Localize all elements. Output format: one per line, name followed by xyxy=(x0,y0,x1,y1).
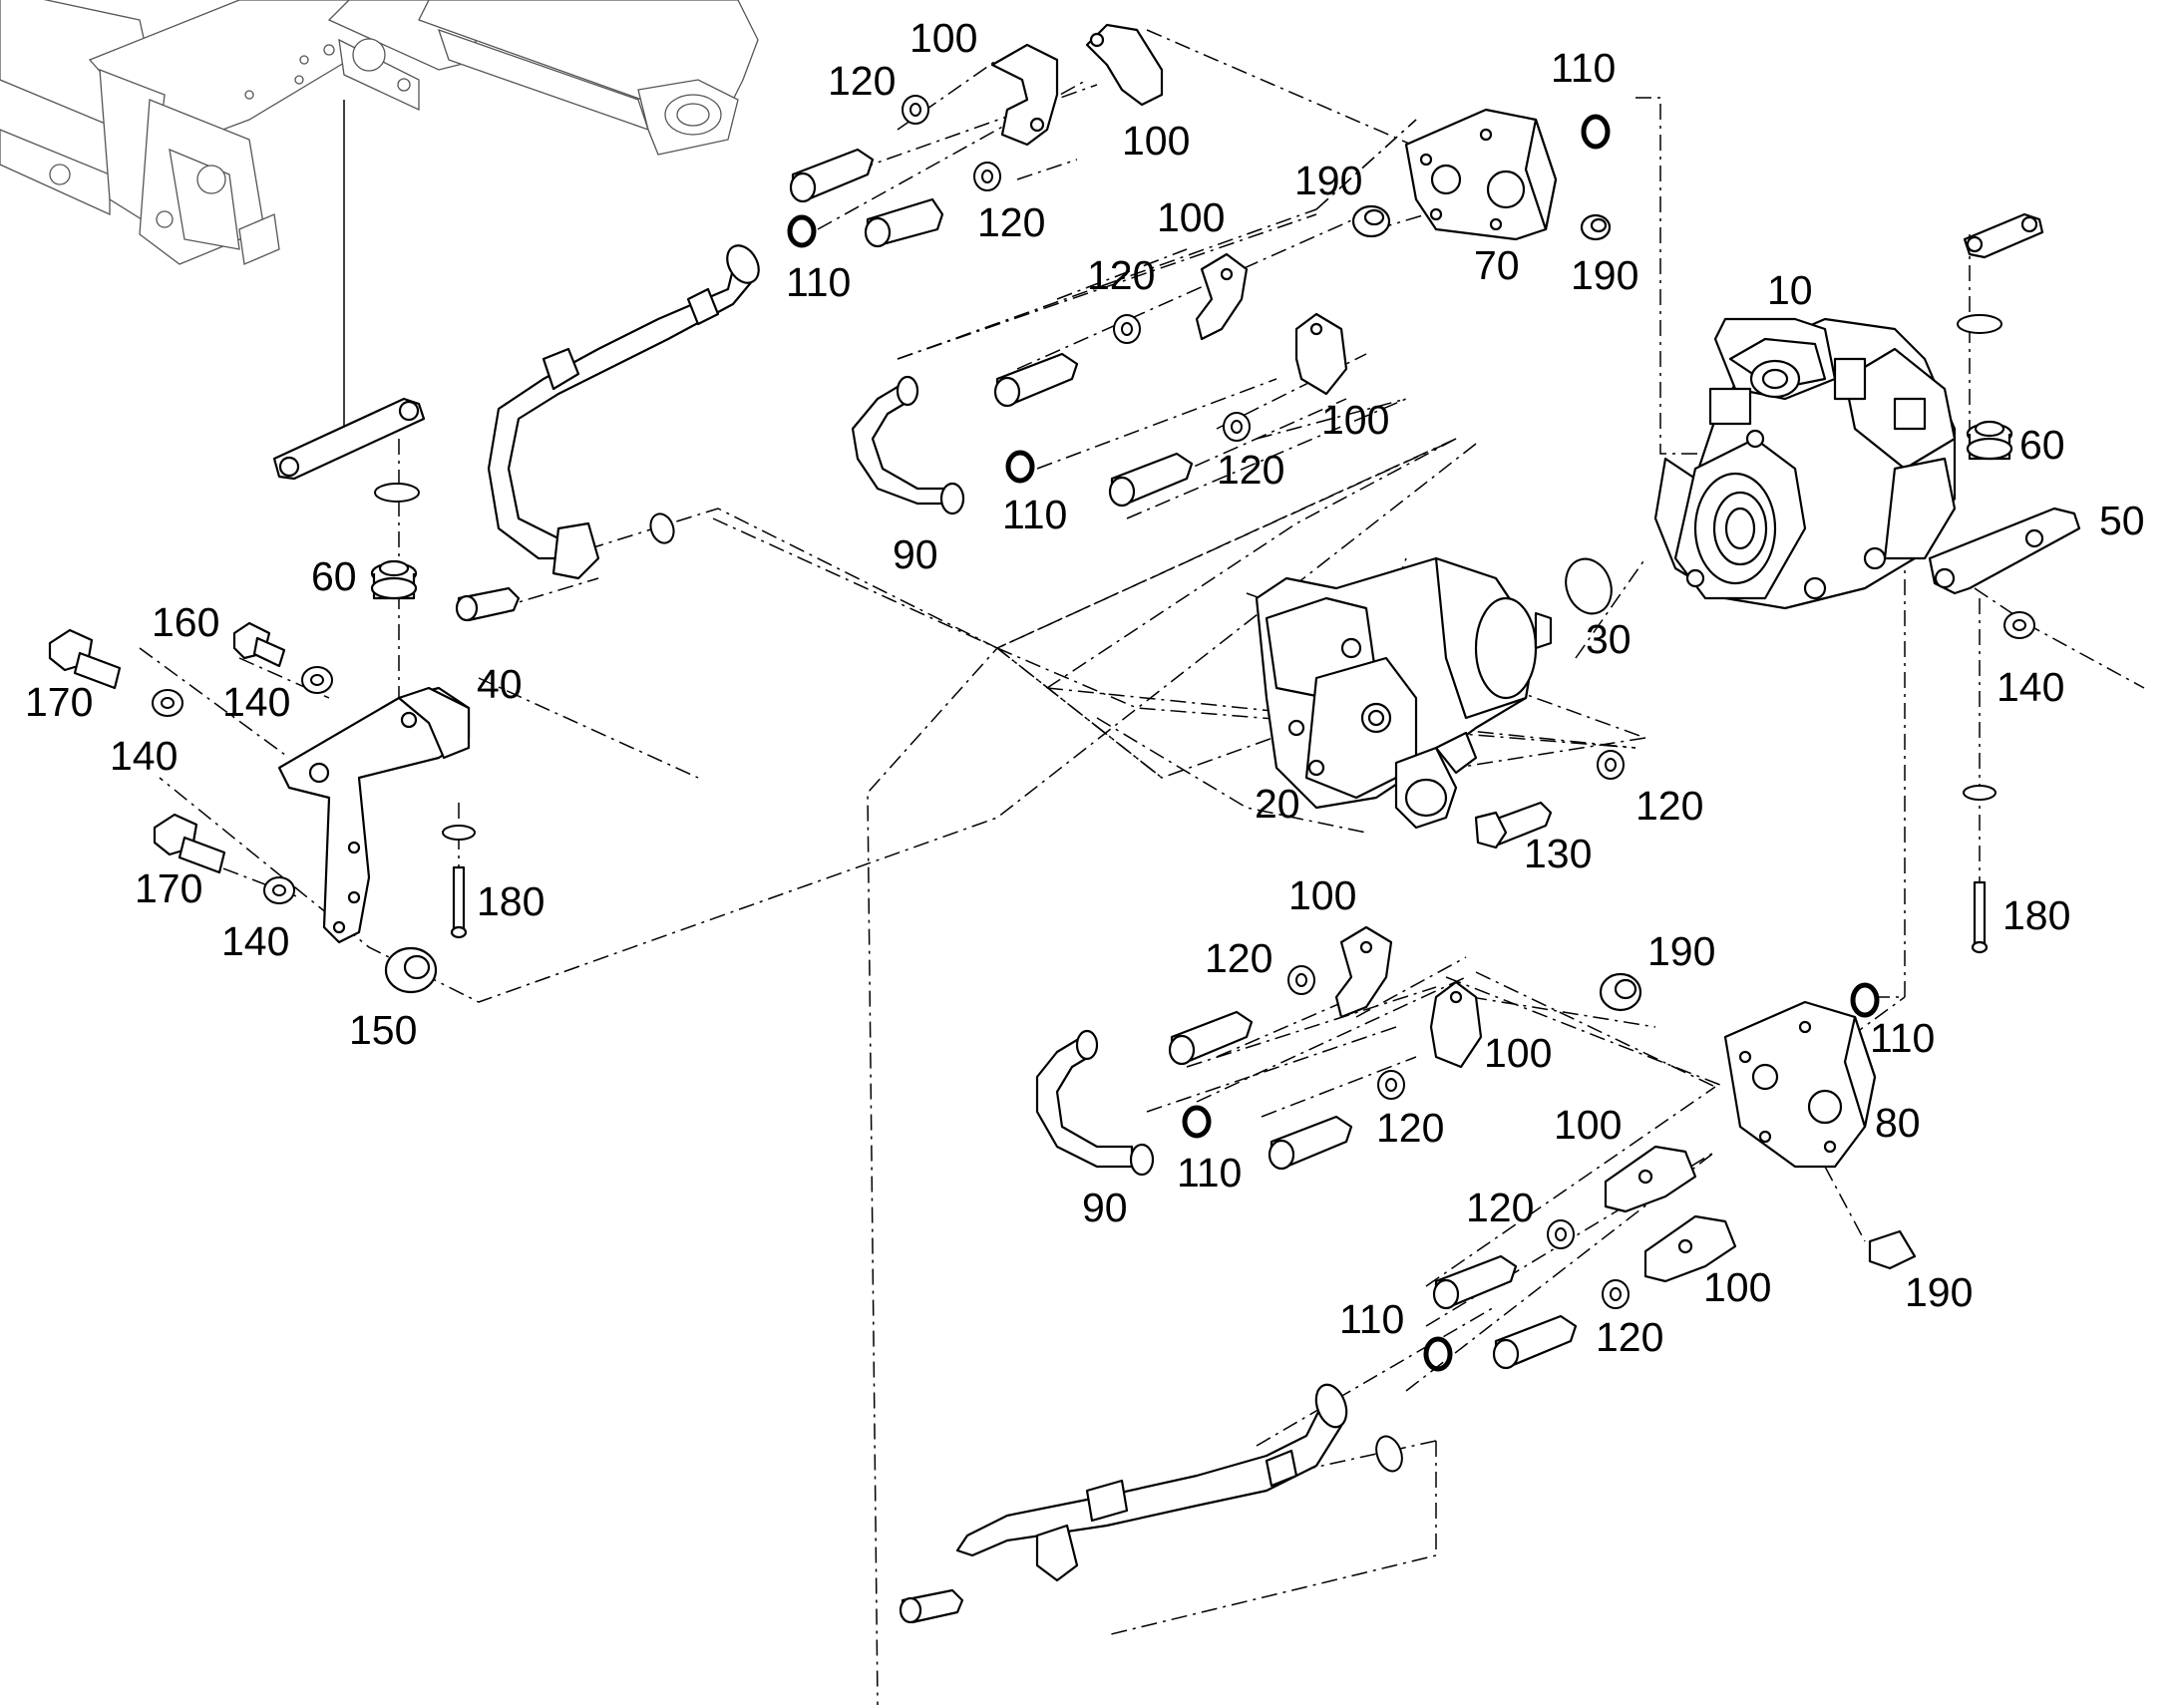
label-30: 30 xyxy=(1586,616,1632,662)
part-50-plate xyxy=(1928,507,2081,595)
label-190d: 190 xyxy=(1905,1269,1973,1315)
part-110-o-ring-4 xyxy=(1182,1105,1212,1139)
part-60-mount-left xyxy=(370,559,418,600)
label-10: 10 xyxy=(1767,267,1813,313)
label-140d: 140 xyxy=(1997,664,2064,710)
label-190a: 190 xyxy=(1294,158,1362,203)
part-110-o-ring-6 xyxy=(1423,1336,1453,1372)
label-60b: 60 xyxy=(2019,422,2065,468)
thin-washers xyxy=(374,314,2002,841)
socket-head-bolts xyxy=(455,148,1578,1624)
label-90b: 90 xyxy=(1082,1185,1128,1230)
part-90-tube-upper xyxy=(851,375,965,515)
part-100-clamp-4 xyxy=(1294,312,1348,396)
part-100-clamp-1 xyxy=(990,43,1059,147)
part-30-o-ring xyxy=(1565,557,1613,615)
label-120b: 120 xyxy=(977,199,1045,245)
part-80-port-block xyxy=(1723,1000,1877,1169)
label-140a: 140 xyxy=(110,733,178,779)
label-120e: 120 xyxy=(1635,783,1703,829)
label-100c: 100 xyxy=(1157,194,1225,240)
part-90-tube-lower xyxy=(1035,1029,1155,1177)
label-160: 160 xyxy=(152,599,219,645)
small-ring-2 xyxy=(1375,1435,1403,1473)
label-110c: 110 xyxy=(1002,492,1067,537)
label-60a: 60 xyxy=(311,553,357,599)
label-140c: 140 xyxy=(221,918,289,964)
part-180-pins xyxy=(450,865,1989,954)
part-60-mount-right xyxy=(1966,420,2013,461)
part-100-clamp-6 xyxy=(1429,980,1483,1069)
label-190b: 190 xyxy=(1571,252,1638,298)
label-100e: 100 xyxy=(1288,872,1356,918)
label-180b: 180 xyxy=(2002,892,2070,938)
part-labels: 10 20 30 40 50 60 60 70 80 90 90 100 100… xyxy=(25,15,2145,1360)
center-lines xyxy=(139,29,2145,1706)
links xyxy=(272,212,2044,481)
part-140-washers xyxy=(152,611,2035,904)
part-100-clamp-7 xyxy=(1604,1145,1697,1213)
hose-lower-long xyxy=(955,1383,1348,1582)
label-20: 20 xyxy=(1255,781,1300,827)
label-190c: 190 xyxy=(1647,928,1715,974)
part-100-clamp-8 xyxy=(1643,1214,1737,1283)
label-170a: 170 xyxy=(25,679,93,725)
part-190-plugs xyxy=(1351,204,1917,1270)
label-120i: 120 xyxy=(1596,1314,1663,1360)
part-20-hydraulic-motor xyxy=(1255,556,1553,830)
label-130: 130 xyxy=(1524,831,1592,876)
part-110-o-ring-2 xyxy=(1581,114,1611,150)
part-100-clamp-2 xyxy=(1085,23,1164,107)
part-110-o-ring-1 xyxy=(787,214,817,248)
label-40: 40 xyxy=(477,661,523,707)
label-180a: 180 xyxy=(477,878,545,924)
label-120g: 120 xyxy=(1376,1105,1444,1151)
label-100h: 100 xyxy=(1703,1264,1771,1310)
small-ring-1 xyxy=(649,512,675,544)
label-120f: 120 xyxy=(1205,935,1272,981)
label-110a: 110 xyxy=(1551,45,1616,91)
label-100f: 100 xyxy=(1484,1030,1552,1076)
part-70-port-block xyxy=(1404,108,1558,241)
part-110-o-ring-5 xyxy=(1850,982,1880,1018)
label-100g: 100 xyxy=(1554,1102,1622,1148)
label-100b: 100 xyxy=(1122,118,1190,164)
label-110e: 110 xyxy=(1177,1150,1242,1196)
part-130-bolt xyxy=(1474,801,1553,850)
label-100d: 100 xyxy=(1321,397,1389,443)
label-120a: 120 xyxy=(828,58,896,104)
vehicle-frame xyxy=(0,0,759,265)
label-120c: 120 xyxy=(1087,252,1155,298)
label-110b: 110 xyxy=(786,259,851,305)
part-170-bolts xyxy=(48,628,226,874)
part-40-bracket xyxy=(277,686,471,944)
hose-upper-long xyxy=(487,244,760,580)
label-70: 70 xyxy=(1474,242,1520,288)
label-50: 50 xyxy=(2099,498,2145,543)
label-80: 80 xyxy=(1875,1100,1921,1146)
part-150-spacer xyxy=(384,946,438,994)
part-100-clamp-3 xyxy=(1195,252,1249,341)
part-120-washers xyxy=(902,95,1630,1309)
part-160-bolt xyxy=(232,621,286,668)
label-150: 150 xyxy=(349,1007,417,1053)
label-110d: 110 xyxy=(1870,1015,1935,1061)
label-100a: 100 xyxy=(909,15,977,61)
label-120h: 120 xyxy=(1466,1185,1534,1230)
label-170b: 170 xyxy=(135,865,202,911)
part-100-clamp-5 xyxy=(1334,925,1393,1019)
label-120d: 120 xyxy=(1217,447,1284,493)
part-10-main-pump xyxy=(1653,317,1957,610)
label-90a: 90 xyxy=(893,531,938,577)
label-140b: 140 xyxy=(222,679,290,725)
label-110f: 110 xyxy=(1339,1296,1404,1342)
part-110-o-ring-3 xyxy=(1005,450,1035,484)
